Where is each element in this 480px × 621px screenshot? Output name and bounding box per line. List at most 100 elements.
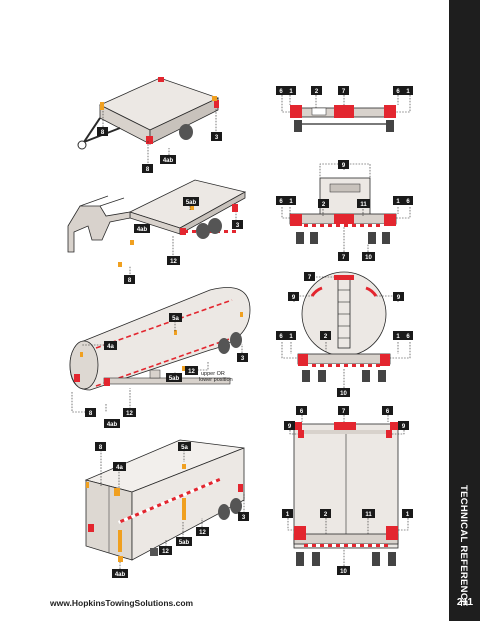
svg-text:8: 8 [146,167,150,173]
svg-text:1: 1 [406,89,410,95]
svg-text:1: 1 [289,89,293,95]
svg-text:7: 7 [342,89,346,95]
label-7-rear4: 7 [338,406,349,415]
svg-text:9: 9 [402,424,406,430]
lighting-diagram: 8 4ab 8 3 5ab 4ab 3 12 8 5a 4a 3 12 5ab … [67,77,413,578]
svg-text:5a: 5a [172,316,179,322]
label-2-rear1: 2 [311,86,322,95]
label-1-rear1-right: 1 [403,86,413,95]
svg-text:12: 12 [199,530,206,536]
svg-text:12: 12 [170,259,177,265]
svg-text:10: 10 [340,391,347,397]
label-8-utility: 8 [97,127,108,136]
svg-text:5ab: 5ab [179,540,190,546]
svg-text:3: 3 [236,223,240,229]
label-4ab-box: 4ab [112,569,128,578]
label-8-box: 8 [95,442,106,451]
svg-text:6: 6 [279,89,283,95]
page-number: 211 [456,597,474,608]
note-lower-position: lower position [199,377,233,383]
label-3-utility: 3 [211,132,222,141]
svg-text:8: 8 [89,411,93,417]
label-4a-tanker: 4a [104,341,117,350]
label-8-tanker: 8 [85,408,96,417]
label-12b-tanker: 12 [123,408,136,417]
svg-text:8: 8 [128,278,132,284]
svg-text:6: 6 [279,334,283,340]
svg-text:4ab: 4ab [137,227,148,233]
label-5a-box: 5a [178,442,191,451]
svg-text:6: 6 [300,409,304,415]
label-9-rear3-right: 9 [393,292,404,301]
label-10-rear3: 10 [337,388,350,397]
svg-text:10: 10 [365,255,372,261]
label-7-rear1: 7 [338,86,349,95]
rear-view-tanker [297,271,391,382]
svg-text:12: 12 [162,549,169,555]
svg-text:2: 2 [315,89,319,95]
label-1-rear4-left: 1 [282,509,293,518]
label-3-tanker: 3 [237,353,248,362]
label-5ab-tanker: 5ab [166,373,182,382]
label-5a-tanker: 5a [169,313,182,322]
section-title: TECHNICAL REFERENCE [458,485,469,607]
box-trailer-drawing [84,439,245,562]
label-1-rear3-left: 1 [286,331,296,340]
svg-text:1: 1 [396,334,400,340]
svg-text:10: 10 [340,569,347,575]
svg-text:9: 9 [292,295,296,301]
label-7-rear2: 7 [338,252,349,261]
rear-view-flatbed [289,177,397,244]
label-9-rear2: 9 [338,160,349,169]
label-2-rear4: 2 [320,509,331,518]
svg-text:5ab: 5ab [186,200,197,206]
note-upper-or: upper OR [201,371,225,377]
svg-text:4ab: 4ab [107,422,118,428]
svg-text:7: 7 [342,409,346,415]
label-11-rear4: 11 [362,509,375,518]
label-1-rear3-right: 1 [393,331,403,340]
svg-text:11: 11 [365,512,372,518]
label-11-rear2: 11 [357,199,370,208]
svg-text:12: 12 [188,369,195,375]
label-8b-utility: 8 [142,164,153,173]
label-10-rear2: 10 [362,252,375,261]
label-9-rear3-left: 9 [288,292,299,301]
svg-text:3: 3 [215,135,219,141]
label-2-rear3: 2 [320,331,331,340]
label-6-rear2-left: 6 [276,196,286,205]
svg-text:7: 7 [342,255,346,261]
label-2-rear2: 2 [318,199,329,208]
label-12b-box: 12 [159,546,172,555]
svg-text:4a: 4a [116,465,123,471]
flatbed-trailer-drawing [67,179,247,267]
label-5ab-box: 5ab [176,537,192,546]
label-4ab-utility: 4ab [160,155,176,164]
svg-text:6: 6 [279,199,283,205]
svg-text:8: 8 [101,130,105,136]
svg-text:8: 8 [99,445,103,451]
rear-view-box [292,422,400,566]
label-4ab-flatbed: 4ab [134,224,150,233]
svg-text:12: 12 [126,411,133,417]
label-9-rear4-right: 9 [398,421,409,430]
svg-text:2: 2 [324,334,328,340]
rear-view-utility [290,105,396,132]
svg-text:3: 3 [241,356,245,362]
footer-url[interactable]: www.HopkinsTowingSolutions.com [50,598,194,608]
svg-text:5ab: 5ab [169,376,180,382]
label-12-tanker: 12 [185,366,198,375]
svg-text:1: 1 [406,512,410,518]
svg-text:1: 1 [289,199,293,205]
label-1-rear2-right: 1 [393,196,403,205]
svg-text:5a: 5a [181,445,188,451]
label-6-rear3-left: 6 [276,331,286,340]
label-6-rear1-right: 6 [393,86,403,95]
svg-text:3: 3 [242,515,246,521]
label-1-rear2-left: 1 [286,196,296,205]
label-4ab-tanker: 4ab [104,419,120,428]
label-3-flatbed: 3 [232,220,243,229]
svg-text:6: 6 [396,89,400,95]
label-6-rear4-left: 6 [296,406,307,415]
svg-text:7: 7 [308,275,312,281]
